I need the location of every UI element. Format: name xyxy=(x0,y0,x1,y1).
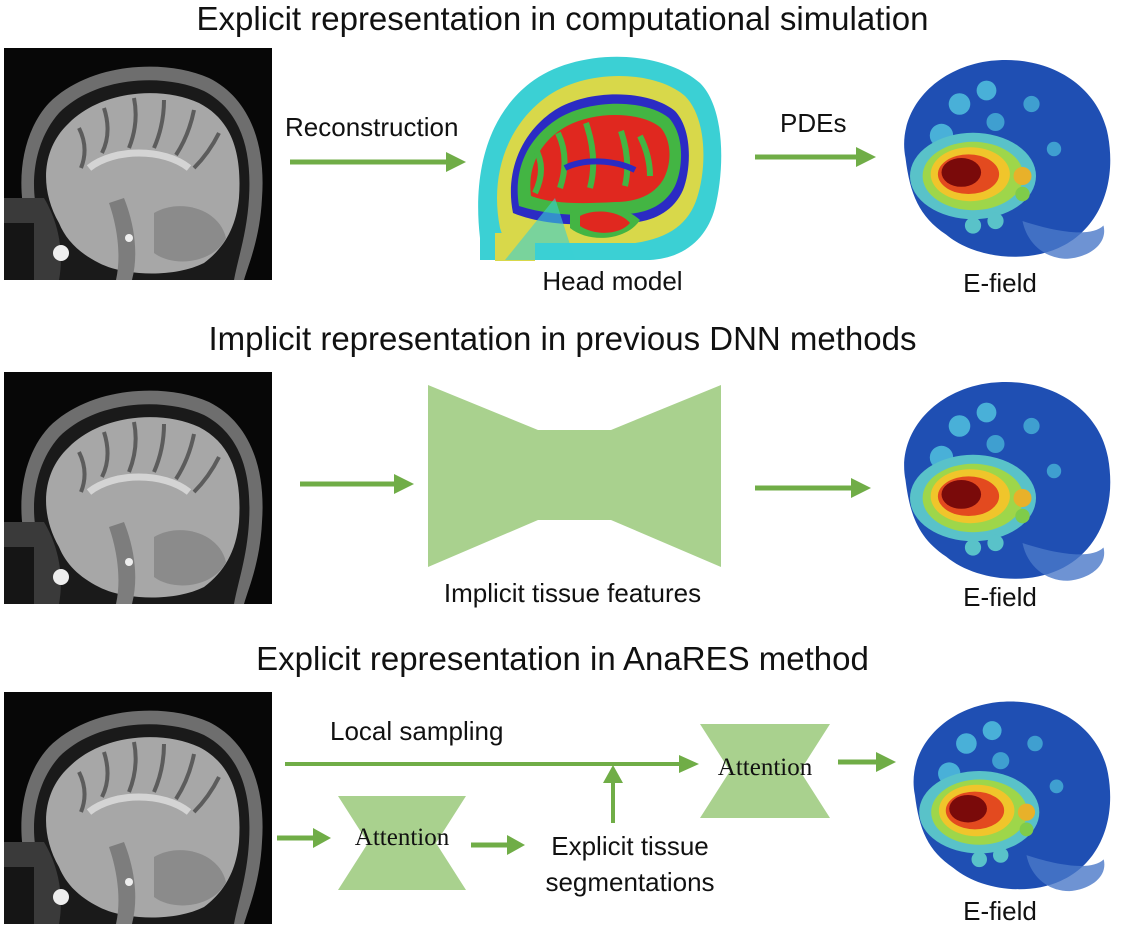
section1-mri-slice xyxy=(4,48,272,280)
attention-to-segmentation-arrow xyxy=(471,835,525,855)
local-sampling-arrow xyxy=(285,755,699,773)
section3-efield-image xyxy=(913,701,1111,892)
explicit-segmentations-label: Explicit tissue segmentations xyxy=(520,828,740,900)
section1-efield-caption: E-field xyxy=(963,268,1037,298)
implicit-features-caption: Implicit tissue features xyxy=(443,578,702,608)
section2-input-arrow xyxy=(300,474,414,494)
section2-efield-caption: E-field xyxy=(963,582,1037,612)
section1-title: Explicit representation in computational… xyxy=(196,0,929,37)
attention-top-label: Attention xyxy=(717,754,813,781)
pdes-arrow xyxy=(755,147,876,167)
pdes-label: PDEs xyxy=(780,108,847,138)
section1-efield-image xyxy=(904,60,1111,259)
section2-title: Implicit representation in previous DNN … xyxy=(208,320,917,357)
local-sampling-label: Local sampling xyxy=(330,716,504,746)
segmentation-line-2: segmentations xyxy=(545,867,715,897)
dnn-hourglass-block xyxy=(428,385,721,567)
reconstruction-arrow xyxy=(290,152,466,172)
attention-block-top: Attention xyxy=(700,724,830,818)
section2-output-arrow xyxy=(755,478,871,498)
head-model-caption: Head model xyxy=(542,266,683,296)
section2-mri-slice xyxy=(4,372,272,604)
section3-output-arrow xyxy=(838,752,896,772)
section3-input-arrow xyxy=(277,828,331,848)
section3-efield-caption: E-field xyxy=(963,896,1037,926)
head-model-image xyxy=(478,56,722,261)
section3-title: Explicit representation in AnaRES method xyxy=(256,640,869,677)
section3-mri-slice xyxy=(4,692,272,924)
segmentation-line-1: Explicit tissue xyxy=(551,831,709,861)
attention-block-bottom: Attention xyxy=(338,796,466,890)
segmentation-up-arrow xyxy=(603,765,623,823)
reconstruction-label: Reconstruction xyxy=(285,112,459,142)
section2-efield-image xyxy=(904,382,1111,581)
attention-bottom-label: Attention xyxy=(354,824,450,851)
